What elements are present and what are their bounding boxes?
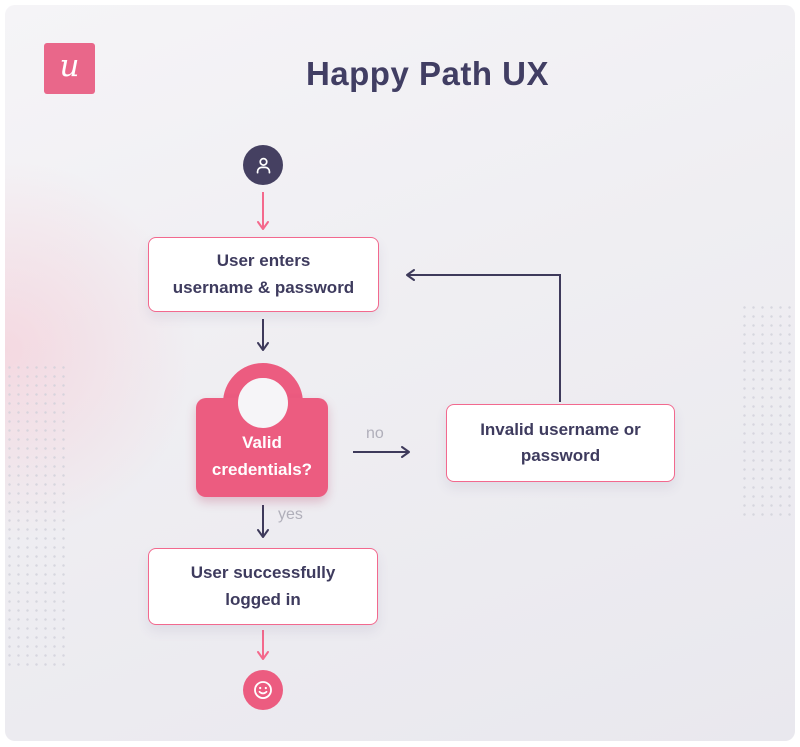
smiley-icon <box>243 670 283 710</box>
node-invalid-credentials: Invalid username or password <box>446 404 675 482</box>
user-icon <box>243 145 283 185</box>
page-title: Happy Path UX <box>305 55 550 92</box>
smiley-icon-glyph <box>254 681 272 699</box>
edge-label-yes: yes <box>278 506 303 523</box>
userpilot-logo: u <box>44 43 95 94</box>
dot-pattern-left <box>5 363 67 671</box>
arrow-invalid-back-to-enter <box>406 269 561 402</box>
poster-canvas: u Happy Path UX User enters username & p… <box>5 5 795 741</box>
node-enter-credentials: User enters username & password <box>148 237 379 312</box>
user-icon-glyph <box>256 157 270 174</box>
lock-shackle-hole <box>238 378 288 428</box>
dot-pattern-right <box>740 303 795 521</box>
node-logged-in: User successfully logged in <box>148 548 378 625</box>
flow-arrows <box>257 192 561 660</box>
logo-letter: u <box>59 48 80 84</box>
edge-label-no: no <box>366 425 384 442</box>
